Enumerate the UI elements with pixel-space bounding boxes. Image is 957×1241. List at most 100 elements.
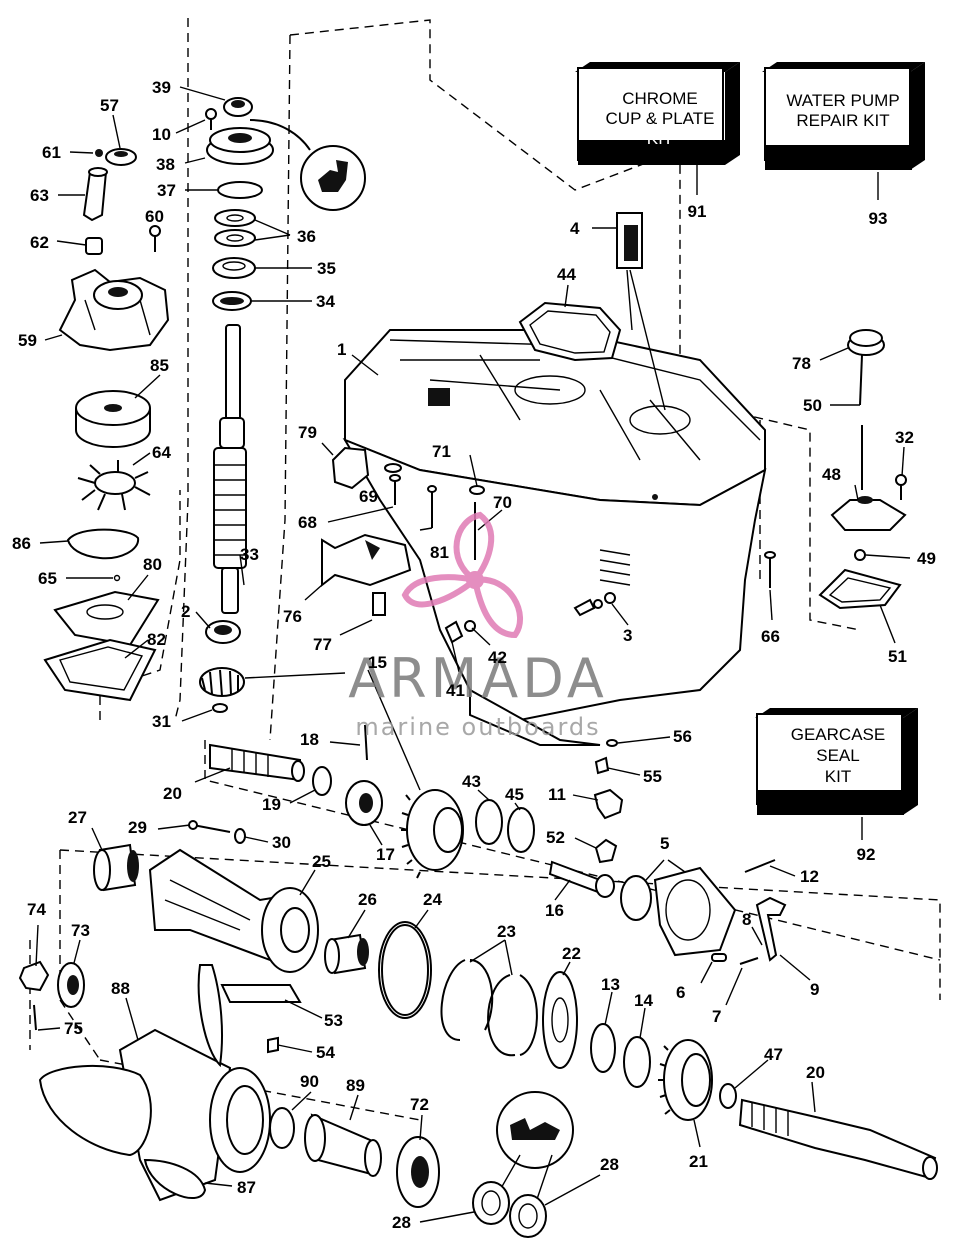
callout-28-right: 28 (600, 1155, 619, 1174)
chrome-kit-line1: CHROME (622, 89, 698, 108)
callout-45: 45 (505, 785, 524, 804)
callout-87: 87 (237, 1178, 256, 1197)
callout-77: 77 (313, 635, 332, 654)
propeller-logo-icon (401, 511, 523, 639)
right-side-parts (818, 329, 907, 610)
kit-water-pump-repair: WATER PUMP REPAIR KIT 93 (762, 62, 925, 228)
gearcase-kit-line3: KIT (825, 767, 851, 786)
callout-29: 29 (128, 818, 147, 837)
callout-35: 35 (317, 259, 336, 278)
callout-41: 41 (446, 681, 465, 700)
callout-21: 21 (689, 1152, 708, 1171)
callout-24: 24 (423, 890, 442, 909)
kit-chrome-cup-plate: CHROME CUP & PLATE KIT 91 (575, 62, 740, 221)
callout-56: 56 (673, 727, 692, 746)
callout-49: 49 (917, 549, 936, 568)
callout-1: 1 (337, 340, 346, 359)
callout-48: 48 (822, 465, 841, 484)
callout-20-lower: 20 (806, 1063, 825, 1082)
callout-19: 19 (262, 795, 281, 814)
callout-85: 85 (150, 356, 169, 375)
callout-53: 53 (324, 1011, 343, 1030)
callout-59: 59 (18, 331, 37, 350)
callout-17: 17 (376, 845, 395, 864)
callout-9: 9 (810, 980, 819, 999)
chrome-kit-line2: CUP & PLATE (606, 109, 715, 128)
callout-51: 51 (888, 647, 907, 666)
callout-89: 89 (346, 1076, 365, 1095)
gearcase-kit-line1: GEARCASE (791, 725, 885, 744)
callout-11: 11 (548, 785, 566, 804)
callout-78: 78 (792, 354, 811, 373)
callout-20-upper: 20 (163, 784, 182, 803)
callout-7: 7 (712, 1007, 721, 1026)
callout-10: 10 (152, 125, 171, 144)
callout-6: 6 (676, 983, 685, 1002)
callout-73: 73 (71, 921, 90, 940)
callout-82: 82 (147, 630, 166, 649)
callout-88: 88 (111, 979, 130, 998)
callout-63: 63 (30, 186, 49, 205)
gearcase-housing (321, 212, 776, 746)
callout-69: 69 (359, 487, 378, 506)
callout-52: 52 (546, 828, 565, 847)
callout-23: 23 (497, 922, 516, 941)
propeller-parts (18, 960, 574, 1238)
callout-31: 31 (152, 712, 171, 731)
callout-60: 60 (145, 207, 164, 226)
callout-90: 90 (300, 1072, 319, 1091)
callout-71: 71 (432, 442, 451, 461)
callout-37: 37 (157, 181, 176, 200)
callout-75: 75 (64, 1019, 83, 1038)
callout-2: 2 (181, 602, 190, 621)
callout-30: 30 (272, 833, 291, 852)
callout-36: 36 (297, 227, 316, 246)
callout-68: 68 (298, 513, 317, 532)
callout-16: 16 (545, 901, 564, 920)
callout-43: 43 (462, 772, 481, 791)
watermark-brand: ARMADA (348, 647, 608, 710)
gearcase-kit-line2: SEAL (816, 746, 859, 765)
callout-72: 72 (410, 1095, 429, 1114)
callout-92: 92 (857, 845, 876, 864)
water-pump-parts (43, 97, 366, 702)
callout-numbers: 39 10 38 37 36 35 34 57 61 63 62 60 59 8… (12, 78, 936, 1232)
water-kit-line1: WATER PUMP (786, 91, 899, 110)
callout-32: 32 (895, 428, 914, 447)
callout-5: 5 (660, 834, 669, 853)
callout-38: 38 (156, 155, 175, 174)
callout-74: 74 (27, 900, 46, 919)
kit-gearcase-seal: GEARCASE SEAL KIT 92 (755, 708, 918, 864)
callout-86: 86 (12, 534, 31, 553)
driveshaft-parts (199, 324, 247, 713)
callout-28-left: 28 (392, 1213, 411, 1232)
callout-81: 81 (430, 543, 449, 562)
callout-14: 14 (634, 991, 653, 1010)
callout-13: 13 (601, 975, 620, 994)
callout-66: 66 (761, 627, 780, 646)
callout-27: 27 (68, 808, 87, 827)
callout-25: 25 (312, 852, 331, 871)
callout-91: 91 (688, 202, 707, 221)
callout-64: 64 (152, 443, 171, 462)
callout-15: 15 (368, 653, 387, 672)
gear-train-parts (209, 724, 787, 965)
callout-61: 61 (42, 143, 61, 162)
callout-62: 62 (30, 233, 49, 252)
callout-50: 50 (803, 396, 822, 415)
callout-18: 18 (300, 730, 319, 749)
callout-57: 57 (100, 96, 119, 115)
water-kit-line2: REPAIR KIT (796, 111, 889, 130)
chrome-kit-line3: KIT (647, 129, 673, 148)
callout-34: 34 (316, 292, 335, 311)
callout-79: 79 (298, 423, 317, 442)
callout-93: 93 (869, 209, 888, 228)
callout-65: 65 (38, 569, 57, 588)
callout-55: 55 (643, 767, 662, 786)
callout-33: 33 (240, 545, 259, 564)
callout-47: 47 (764, 1045, 783, 1064)
callout-80: 80 (143, 555, 162, 574)
callout-42: 42 (488, 648, 507, 667)
callout-44: 44 (557, 265, 576, 284)
